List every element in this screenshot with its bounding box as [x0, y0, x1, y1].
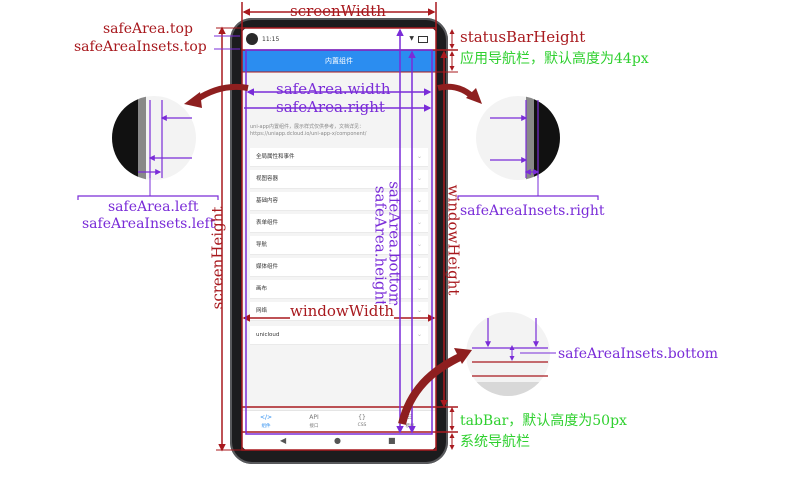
safe-area-right-label: safeArea.right: [276, 98, 385, 116]
chevron-down-icon: ⌄: [416, 175, 422, 182]
avatar: [246, 33, 258, 45]
safe-area-left-label: safeArea.left: [108, 199, 199, 215]
safe-area-height-label: safeArea.height: [371, 185, 390, 307]
list-item[interactable]: 基础内容⌄: [250, 192, 428, 211]
list-item[interactable]: unicloud⌄: [250, 326, 428, 345]
chevron-down-icon: ⌄: [416, 241, 422, 248]
window-height-label: windowHeight: [444, 184, 463, 296]
chevron-down-icon: ⌄: [416, 263, 422, 270]
back-icon[interactable]: ◀: [280, 436, 287, 445]
status-bar-height-label: statusBarHeight: [460, 28, 586, 46]
list-item[interactable]: 导航⌄: [250, 236, 428, 255]
chevron-down-icon: ⌄: [416, 307, 422, 314]
safe-area-top-label: safeArea.top: [103, 21, 193, 37]
safe-area-insets-bottom-label: safeAreaInsets.bottom: [558, 346, 719, 362]
screen-width-label: screenWidth: [290, 2, 386, 20]
window-width-label: windowWidth: [290, 302, 395, 320]
list-item[interactable]: 表单组件⌄: [250, 214, 428, 233]
app-nav-bar: 内置组件: [242, 50, 436, 72]
tab-bar-note: tabBar，默认高度为50px: [460, 413, 627, 429]
zoom-bubble-left: [112, 96, 196, 180]
list-item[interactable]: 画布⌄: [250, 280, 428, 299]
battery-icon: [418, 36, 428, 43]
system-nav-bar: ◀ ● ■: [242, 432, 436, 450]
status-bar: 11:15 ▼: [242, 28, 436, 50]
braces-icon: {}: [358, 414, 366, 421]
intro-text: uni-app内置组件，展示样式仅供参考，文档详见：https://uniapp…: [250, 124, 367, 137]
list-item[interactable]: 媒体组件⌄: [250, 258, 428, 277]
tab-components[interactable]: </> 组件: [242, 411, 290, 433]
status-time: 11:15: [262, 36, 280, 43]
chevron-down-icon: ⌄: [416, 219, 422, 226]
list-item[interactable]: 视图容器⌄: [250, 170, 428, 189]
list-item[interactable]: 全局属性和事件⌄: [250, 148, 428, 167]
home-icon[interactable]: ●: [334, 436, 341, 445]
safe-area-insets-right-label: safeAreaInsets.right: [460, 203, 605, 219]
tab-api[interactable]: API 接口: [290, 411, 338, 433]
chevron-down-icon: ⌄: [416, 331, 422, 338]
recents-icon[interactable]: ■: [388, 436, 396, 445]
chevron-down-icon: ⌄: [416, 285, 422, 292]
chevron-down-icon: ⌄: [416, 197, 422, 204]
code-icon: </>: [259, 414, 273, 421]
safe-area-insets-top-label: safeAreaInsets.top: [74, 39, 207, 55]
nav-bar-note: 应用导航栏，默认高度为44px: [460, 51, 649, 67]
tab-css[interactable]: {} CSS: [338, 411, 386, 433]
chevron-down-icon: ⌄: [416, 153, 422, 160]
safe-area-outline: [245, 49, 433, 435]
safe-area-width-label: safeArea.width: [276, 80, 391, 98]
nav-title: 内置组件: [325, 57, 353, 65]
wifi-icon: ▼: [409, 35, 414, 42]
api-icon: API: [309, 414, 319, 421]
safe-area-insets-left-label: safeAreaInsets.left: [82, 216, 216, 232]
zoom-bubble-right: [476, 96, 560, 180]
arrow-to-bottom-bubble: [398, 352, 464, 426]
screen-height-label: screenHeight: [208, 206, 227, 310]
system-nav-note: 系统导航栏: [460, 434, 530, 450]
